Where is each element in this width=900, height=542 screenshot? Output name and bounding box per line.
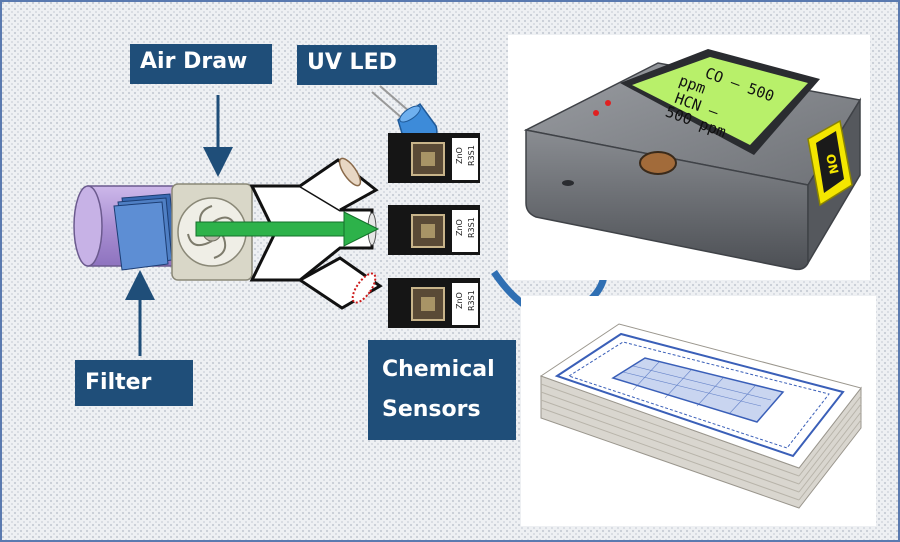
- on-button-label: ON: [823, 153, 841, 176]
- chip-marking-line2: R3S1: [467, 217, 476, 238]
- indicator-led: [593, 110, 599, 116]
- filter-assembly: [73, 185, 177, 271]
- on-button[interactable]: ON: [807, 119, 853, 207]
- device-image: CO – 500 ppm HCN – 500 ppm ON: [508, 35, 870, 280]
- device-illustration: CO – 500 ppm HCN – 500 ppm ON: [523, 49, 862, 271]
- card-deck-illustration: [539, 323, 862, 509]
- card-deck-image: [521, 296, 876, 526]
- chemical-sensors-label-line1: Chemical: [382, 357, 495, 382]
- air-flow-arrow: [195, 211, 380, 247]
- chip-marking-line1: ZnO: [455, 292, 464, 309]
- uv-led-label: UV LED: [297, 45, 437, 85]
- chemical-sensors-label-line2: Sensors: [382, 397, 481, 422]
- chip-marking-line1: ZnO: [455, 147, 464, 164]
- sensor-chip-bottom: ZnO R3S1: [388, 278, 480, 328]
- indicator-led: [605, 100, 611, 106]
- chip-marking-line2: R3S1: [467, 145, 476, 166]
- filter-label: Filter: [75, 360, 193, 406]
- air-draw-label: Air Draw: [130, 44, 272, 84]
- chemical-sensors-label: Chemical Sensors: [368, 340, 516, 440]
- sensor-chip-top: ZnO R3S1: [388, 133, 480, 183]
- chip-marking-line1: ZnO: [455, 219, 464, 236]
- air-intake-port: [639, 151, 677, 175]
- chip-marking-line2: R3S1: [467, 290, 476, 311]
- sensor-chip-middle: ZnO R3S1: [388, 205, 480, 255]
